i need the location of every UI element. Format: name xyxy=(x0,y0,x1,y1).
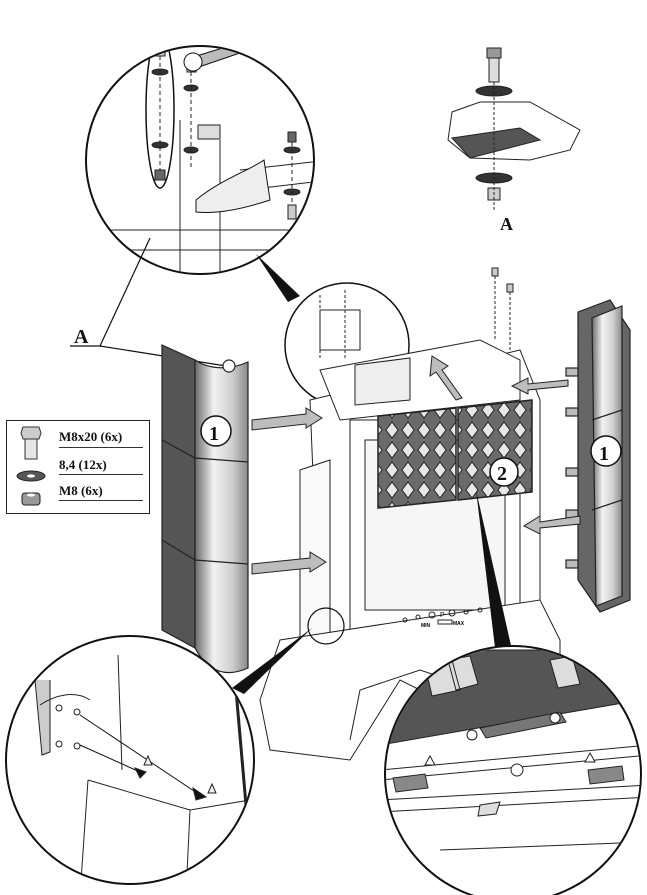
door-panels xyxy=(377,399,533,509)
arrow-left-top xyxy=(251,407,323,431)
pointer-wedge-bottom-right xyxy=(476,490,512,656)
pointer-wedge xyxy=(256,254,300,302)
control-panel: MIN P MAX xyxy=(402,607,483,629)
arrow-left-bottom xyxy=(251,551,327,575)
label-door-panels: 2 xyxy=(497,463,507,485)
callout-circle-1-left xyxy=(200,415,232,447)
assembly-arrows xyxy=(251,355,581,575)
nut-icon xyxy=(21,492,41,506)
legend-item-bolt: M8x20 (6x) xyxy=(59,429,123,444)
legend-item-washer: 8,4 (12x) xyxy=(59,457,107,472)
label-panel-right: 1 xyxy=(599,443,609,465)
small-detail-circle-base xyxy=(307,607,345,645)
hardware-legend: M8x20 (6x) 8,4 (12x) M8 (6x) xyxy=(6,420,150,514)
detail-circle-top-left xyxy=(85,45,315,275)
bolt-icon xyxy=(20,426,42,460)
callout-circle-1-right xyxy=(590,435,622,467)
control-p-label: P xyxy=(440,612,445,619)
washer-icon xyxy=(16,470,46,482)
arrow-right-top xyxy=(510,377,569,395)
left-side-panel xyxy=(161,344,249,674)
legend-icons xyxy=(16,426,46,506)
control-min-label: MIN xyxy=(421,623,431,629)
arrow-center-up xyxy=(429,355,463,401)
legend-divider xyxy=(59,447,143,448)
callout-circle-2 xyxy=(489,457,519,487)
legend-divider xyxy=(59,500,143,501)
detail-circle-bottom-left xyxy=(5,635,255,885)
control-max-label: MAX xyxy=(453,621,465,627)
detail-circle-bottom-right xyxy=(384,645,642,895)
label-a-main: A xyxy=(74,326,89,348)
pointer-wedge-bottom-left xyxy=(232,628,312,694)
arrow-right-bottom xyxy=(522,515,581,535)
bolt-stack-right xyxy=(283,131,301,220)
legend-item-nut: M8 (6x) xyxy=(59,483,103,498)
detail-a-exploded xyxy=(447,47,581,210)
legend-divider xyxy=(59,474,143,475)
label-panel-left: 1 xyxy=(209,423,219,445)
label-a-top: A xyxy=(500,214,513,234)
frame-bolts-right xyxy=(491,267,514,350)
